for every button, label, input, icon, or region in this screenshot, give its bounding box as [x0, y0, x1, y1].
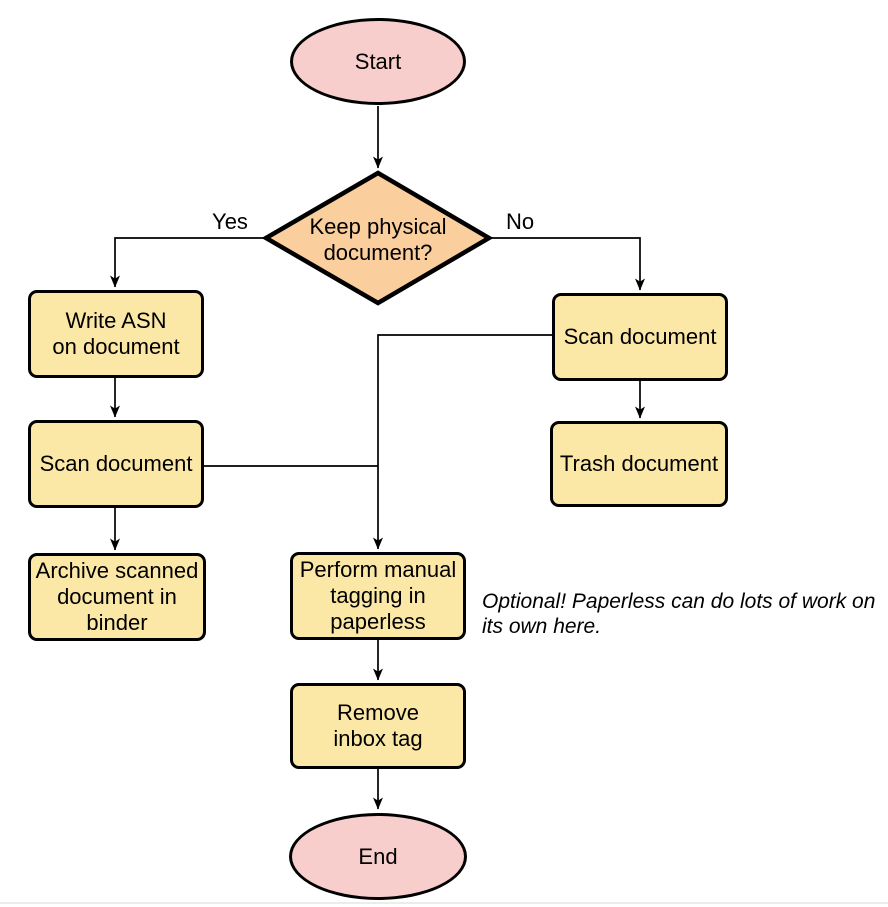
node-write-asn-label: Write ASN on document — [52, 308, 180, 359]
node-write-asn: Write ASN on document — [28, 290, 204, 378]
edge-decision-no-to-scan-right — [489, 237, 645, 291]
node-manual-tagging-label: Perform manual tagging in paperless — [299, 557, 457, 634]
edge-label-yes: Yes — [212, 209, 248, 234]
node-end: End — [289, 813, 467, 900]
node-scan-document-right-label: Scan document — [563, 324, 717, 349]
decision-diamond-shape — [261, 170, 494, 306]
edge-decision-yes-to-write-asn — [110, 237, 266, 288]
node-scan-document-left-label: Scan document — [39, 451, 193, 476]
node-scan-document-left: Scan document — [28, 420, 204, 508]
node-archive-binder-label: Archive scanned document in binder — [35, 558, 199, 635]
node-start-label: Start — [354, 48, 402, 74]
bottom-edge-divider — [0, 902, 888, 904]
node-remove-inbox-tag-label: Remove inbox tag — [333, 700, 423, 751]
edge-label-no: No — [505, 209, 535, 234]
node-remove-inbox-tag: Remove inbox tag — [290, 683, 466, 769]
optional-note: Optional! Paperless can do lots of work … — [482, 590, 876, 638]
node-archive-binder: Archive scanned document in binder — [28, 553, 206, 641]
node-manual-tagging: Perform manual tagging in paperless — [290, 552, 466, 640]
node-trash-document: Trash document — [550, 421, 728, 507]
node-decision: Keep physical document? — [283, 212, 473, 268]
node-scan-document-right: Scan document — [552, 293, 728, 381]
node-decision-label: Keep physical document? — [309, 214, 447, 265]
node-end-label: End — [358, 843, 398, 869]
node-start: Start — [290, 18, 466, 105]
edge-scan-right-to-tagging — [373, 334, 552, 550]
node-trash-document-label: Trash document — [559, 451, 719, 476]
